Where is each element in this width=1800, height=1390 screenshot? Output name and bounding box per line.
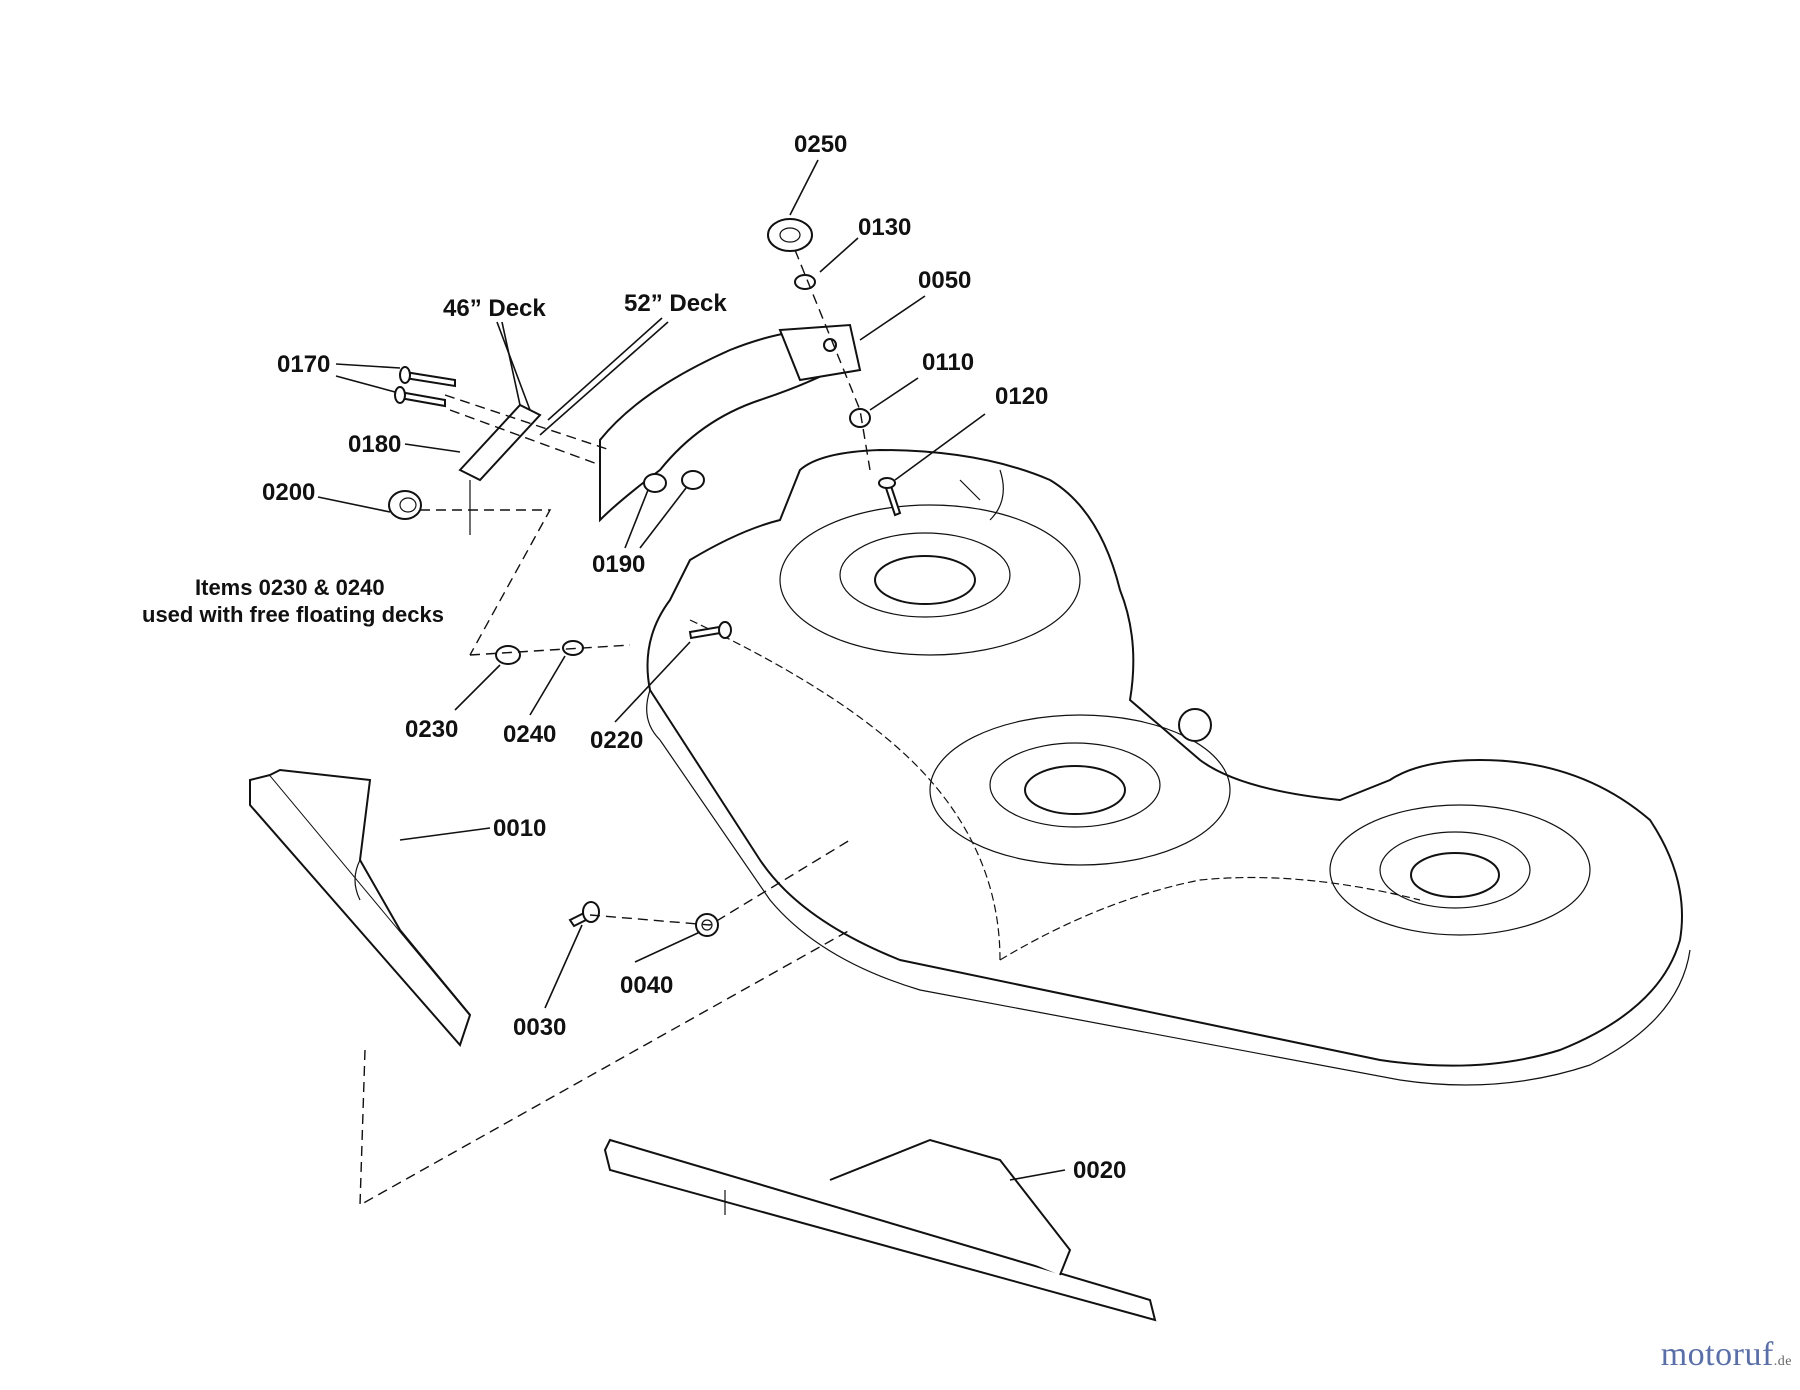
bolt-0220: [688, 621, 732, 640]
knob-0200: [388, 490, 422, 520]
nut-0230: [495, 645, 521, 665]
bolt-0170-lower: [394, 386, 446, 408]
label-46-deck: 46” Deck: [443, 295, 546, 322]
label-0170: 0170: [277, 351, 330, 378]
assembly-line-knob-0200: [420, 509, 552, 656]
watermark-logo: motoruf.de: [1661, 1336, 1792, 1374]
label-0200: 0200: [262, 479, 315, 506]
spindle-housing-right: [1329, 804, 1591, 936]
label-0230: 0230: [405, 716, 458, 743]
label-0110: 0110: [922, 349, 974, 376]
assembly-line-bolts-lower: [449, 409, 601, 466]
label-0030: 0030: [513, 1014, 566, 1041]
label-0050: 0050: [918, 267, 971, 294]
spindle-housing-center: [929, 714, 1231, 866]
mower-deck: [646, 448, 1691, 1086]
baffle-0020: [603, 1138, 1157, 1322]
assembly-line-vertical: [794, 249, 871, 471]
assembly-line-bolts: [444, 394, 611, 451]
note-line-2: used with free floating decks: [142, 602, 444, 627]
label-0220: 0220: [590, 727, 643, 754]
nut-0190-b: [681, 470, 705, 490]
watermark-suffix: .de: [1773, 1354, 1792, 1369]
assembly-line-0020: [359, 929, 851, 1207]
label-0180: 0180: [348, 431, 401, 458]
label-0190: 0190: [592, 551, 645, 578]
watermark-main: motoruf: [1660, 1336, 1774, 1373]
note-line-1: Items 0230 & 0240: [195, 575, 385, 600]
label-0020: 0020: [1073, 1157, 1126, 1184]
washer-0130: [794, 274, 816, 290]
label-52-deck: 52” Deck: [624, 290, 727, 317]
label-0120: 0120: [995, 383, 1048, 410]
nut-0110: [849, 408, 871, 428]
bolt-0120: [878, 477, 902, 517]
label-0240: 0240: [503, 721, 556, 748]
baffle-0010: [249, 768, 472, 1047]
deflector-46: [458, 403, 542, 535]
bolt-0030: [568, 901, 600, 928]
label-0040: 0040: [620, 972, 673, 999]
knob-0250: [767, 218, 813, 252]
label-0250: 0250: [794, 131, 847, 158]
label-0130: 0130: [858, 214, 911, 241]
spindle-housing-left: [779, 504, 1081, 656]
assembly-line-0230: [469, 644, 631, 656]
assembly-line-0040: [589, 839, 851, 926]
bolt-0170-upper: [399, 366, 456, 388]
nut-0190-a: [643, 473, 667, 493]
label-0010: 0010: [493, 815, 546, 842]
